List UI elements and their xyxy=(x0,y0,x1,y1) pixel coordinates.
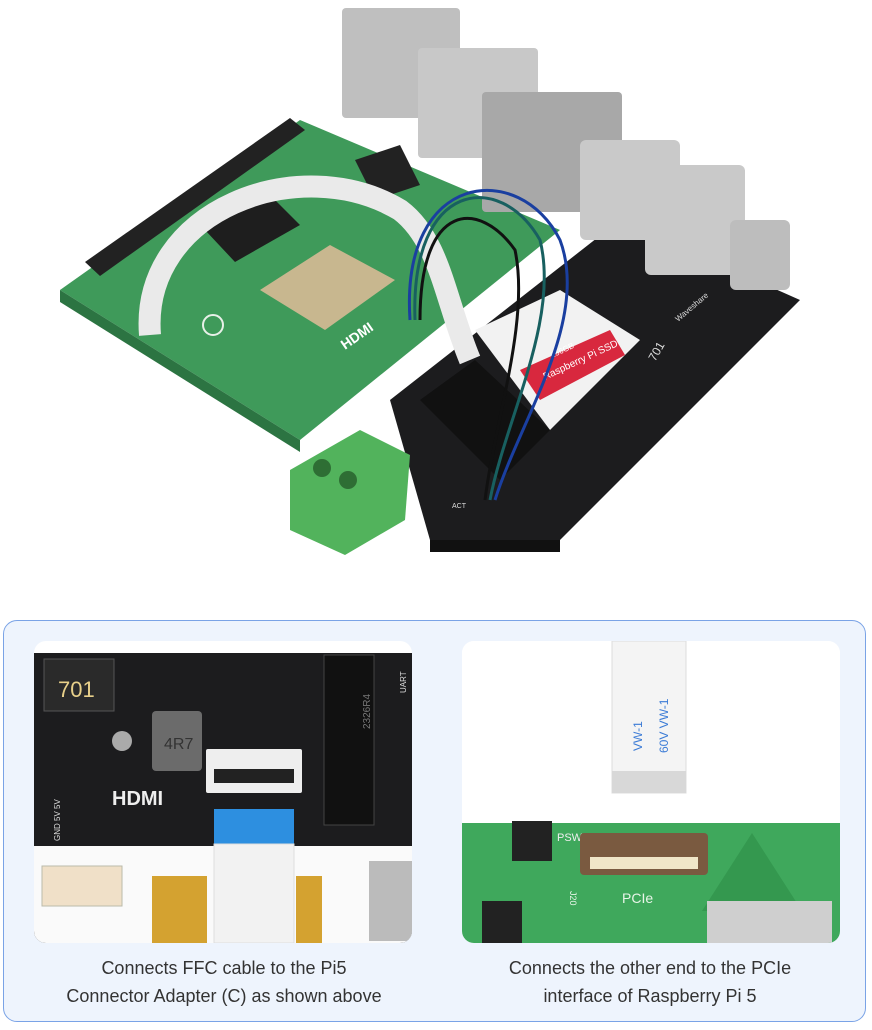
inductor-label: 4R7 xyxy=(164,736,193,753)
uart-label: UART xyxy=(399,671,408,693)
adapter-closeup-photo: 701 4R7 HDMI 2326R4 UART GND 5V 5V xyxy=(34,641,412,943)
pin-label: GND 5V 5V xyxy=(53,799,62,841)
caption-line: Connects FFC cable to the Pi5 xyxy=(101,958,347,978)
act-label: ACT xyxy=(452,503,467,510)
pi5-pcie-closeup-photo: VW-1 60V VW-1 PSW PCIe J20 xyxy=(462,641,840,943)
j20-label: J20 xyxy=(568,891,578,906)
caption-step-1: Connects FFC cable to the Pi5 Connector … xyxy=(14,954,434,1010)
m2-label: 2326R4 xyxy=(362,694,373,729)
caption-step-2: Connects the other end to the PCIe inter… xyxy=(440,954,860,1010)
caption-line: Connector Adapter (C) as shown above xyxy=(66,986,382,1006)
ffc-cable-blue-tip xyxy=(214,809,294,844)
caption-line: Connects the other end to the PCIe xyxy=(508,958,792,978)
hdmi-label: HDMI xyxy=(112,788,163,810)
mini-hdmi-port xyxy=(152,876,207,943)
caption-line: interface of Raspberry Pi 5 xyxy=(543,986,757,1006)
product-photo: Raspberry Pi SSD 256GB HDMI Waveshare AC… xyxy=(60,8,800,555)
cable-label-2: 60V VW-1 xyxy=(657,698,671,753)
psw-label: PSW xyxy=(557,832,583,844)
pcie-label: PCIe xyxy=(622,890,653,906)
connection-steps-panel: 701 4R7 HDMI 2326R4 UART GND 5V 5V VW-1 … xyxy=(3,620,866,1022)
terminal-block xyxy=(290,430,410,555)
ffc-cable xyxy=(611,641,687,794)
cable-label: VW-1 xyxy=(631,721,645,751)
chip-label: 701 xyxy=(58,677,95,702)
